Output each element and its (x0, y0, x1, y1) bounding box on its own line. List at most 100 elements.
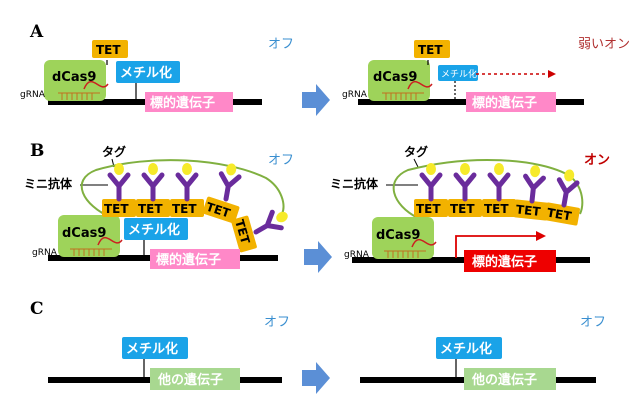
state-label: オフ (264, 315, 290, 330)
state-label: オフ (580, 315, 606, 330)
tet-label: TET (546, 205, 573, 223)
panel-c-before: オフ メチル化 他の遺伝子 (48, 315, 290, 390)
transition-arrow (302, 362, 330, 394)
methyl-label: メチル化 (440, 341, 492, 357)
grna-loop (83, 81, 109, 90)
mini-antibody (490, 163, 508, 199)
grna-loop (407, 81, 433, 90)
target-gene (145, 92, 233, 112)
target-gene-label: 標的遺伝子 (150, 95, 215, 111)
target-gene-label: 標的遺伝子 (472, 254, 537, 270)
tet-label: TET (172, 202, 197, 216)
dcas9-protein (372, 217, 434, 259)
panel-a-label: A (29, 22, 44, 42)
tet-enzyme (231, 215, 257, 253)
other-gene-label: 他の遺伝子 (157, 372, 223, 388)
panel-c-label: C (30, 299, 44, 319)
transcription-arrowhead (536, 231, 546, 241)
transition-arrow (302, 84, 330, 116)
methyl-label: メチル化 (126, 341, 178, 357)
tet-label: TET (96, 43, 121, 57)
linker-loop (392, 158, 584, 219)
dcas9-protein (58, 215, 120, 257)
tet-chain: TET TET TET TET TET (414, 199, 580, 226)
tet-chain: TET TET TET TET TET (102, 196, 257, 253)
other-gene (464, 368, 556, 390)
tet-enzyme (170, 199, 204, 217)
mini-antibody (144, 163, 162, 199)
grna-loop (97, 237, 123, 246)
tet-enzyme (482, 199, 516, 217)
tet-enzyme (414, 199, 448, 217)
panel-a-after: 弱いオン dCas9 TET gRNA メチル化 標的遺伝子 (342, 37, 630, 112)
methyl-box (438, 65, 478, 81)
other-gene (150, 368, 240, 390)
tet-label: TET (138, 202, 163, 216)
target-gene-label: 標的遺伝子 (156, 252, 221, 268)
grna-label: gRNA (20, 90, 46, 100)
panel-c-after: オフ メチル化 他の遺伝子 (360, 315, 606, 390)
mini-antibody (555, 168, 579, 207)
tag-pointer (413, 158, 419, 168)
tet-enzyme (544, 202, 580, 226)
methyl-label: メチル化 (441, 68, 477, 80)
dcas9-label: dCas9 (62, 226, 106, 241)
state-label: オン (584, 153, 610, 168)
target-gene-active (464, 250, 556, 272)
methyl-box (124, 218, 188, 240)
target-gene (150, 249, 240, 269)
tet-enzyme (92, 40, 128, 58)
state-label: オフ (268, 37, 294, 52)
linker-loop (80, 159, 285, 219)
grna-strand (382, 92, 424, 100)
transcription-arrow (455, 235, 538, 258)
tet-enzyme (136, 199, 170, 217)
grna-label: gRNA (342, 90, 368, 100)
mini-antibody (456, 163, 474, 199)
transition-arrow (304, 241, 332, 273)
other-gene-label: 他の遺伝子 (471, 372, 537, 388)
mini-antibody (178, 163, 196, 199)
tet-label: TET (232, 218, 252, 246)
tet-enzyme (448, 199, 482, 217)
tet-label: TET (484, 202, 509, 216)
tet-label: TET (104, 202, 129, 216)
weak-transcription-arrowhead (548, 70, 556, 78)
grna-loop (411, 239, 437, 248)
antibody-label: ミニ抗体 (330, 176, 379, 191)
dcas9-label: dCas9 (376, 228, 420, 243)
dcas9-protein (368, 60, 430, 101)
state-label: オフ (268, 153, 294, 168)
tet-label: TET (416, 202, 441, 216)
tet-label: TET (450, 202, 475, 216)
grna-label: gRNA (344, 250, 370, 260)
tet-enzyme (102, 199, 136, 217)
panel-b-label: B (30, 141, 44, 161)
grna-strand (70, 248, 112, 256)
mini-antibody (523, 164, 545, 202)
methyl-box (122, 337, 188, 359)
target-gene-label: 標的遺伝子 (472, 95, 537, 111)
mini-antibody (422, 163, 440, 199)
antibody-label: ミニ抗体 (24, 176, 73, 191)
mini-antibody (110, 163, 128, 199)
methyl-label: メチル化 (128, 222, 180, 238)
tag-label: タグ (404, 144, 428, 159)
tet-label: TET (418, 43, 443, 57)
panel-a-before: オフ dCas9 TET gRNA メチル化 標的遺伝子 (20, 37, 294, 112)
panel-b-after: オン タグ ミニ抗体 dCas9 gRNA TET TET TET TET (330, 144, 610, 272)
methyl-box (116, 61, 180, 83)
grna-strand (384, 250, 426, 258)
grna-label: gRNA (32, 248, 58, 258)
methyl-label: メチル化 (120, 65, 172, 81)
tet-enzyme (414, 40, 450, 58)
dcas9-protein (44, 60, 106, 101)
mini-antibody (252, 206, 292, 240)
tet-label: TET (515, 202, 542, 219)
methyl-box (436, 337, 502, 359)
target-gene (466, 92, 556, 112)
dcas9-label: dCas9 (52, 70, 96, 85)
tet-enzyme (202, 196, 240, 224)
